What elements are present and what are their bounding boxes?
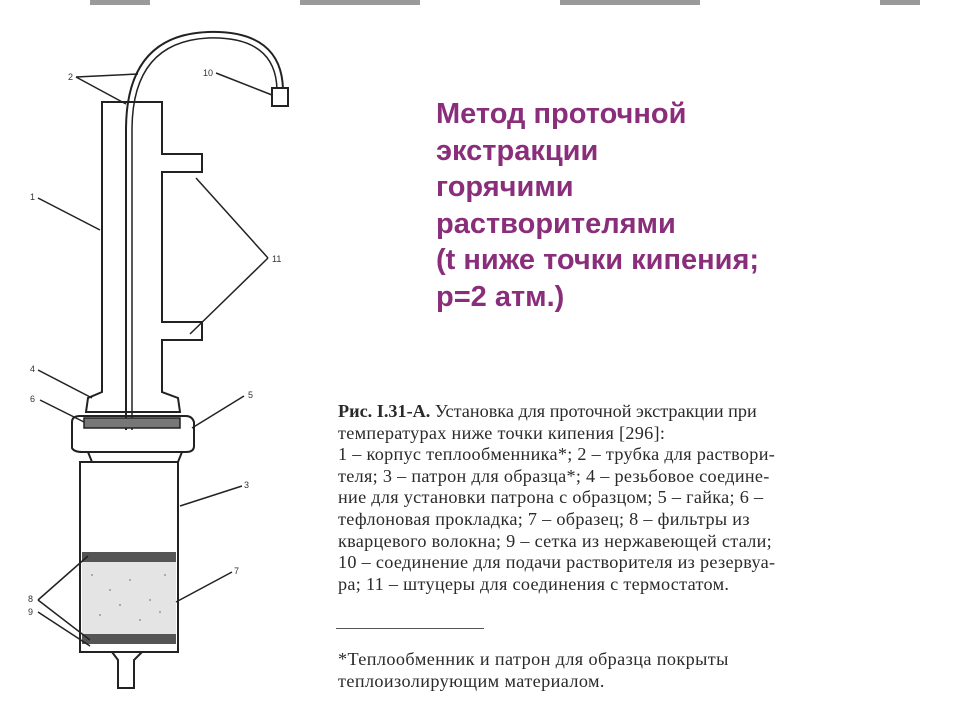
- footnote: *Теплообменник и патрон для образца покр…: [338, 649, 928, 692]
- label-1: 1: [30, 192, 35, 202]
- caption-line: 10 – соединение для подачи растворителя …: [338, 552, 776, 573]
- label-10: 10: [203, 68, 213, 78]
- edge-mark: [300, 0, 420, 5]
- caption-line: температурах ниже точки кипения [296]:: [338, 422, 666, 443]
- caption-heading: Рис. I.31-А. Установка для проточной экс…: [338, 401, 928, 423]
- title-line: экстракции: [436, 134, 599, 167]
- filter-top: [82, 552, 176, 562]
- top-edge: [0, 0, 960, 12]
- solvent-connector: [271, 87, 289, 107]
- label-3: 3: [244, 480, 249, 490]
- title-line: Метод проточной: [436, 98, 687, 130]
- caption-line: теля; 3 – патрон для образца*; 4 – резьб…: [338, 465, 770, 486]
- teflon-gasket: [83, 417, 181, 429]
- edge-mark: [880, 0, 920, 5]
- caption-line: тефлоновая прокладка; 7 – образец; 8 – ф…: [338, 508, 750, 529]
- title-line: горячими: [436, 171, 574, 203]
- edge-mark: [90, 0, 150, 5]
- caption-line: ра; 11 – штуцеры для соединения с термос…: [338, 573, 730, 594]
- label-6: 6: [30, 394, 35, 404]
- edge-mark: [560, 0, 700, 5]
- label-11: 11: [272, 254, 281, 264]
- filter-bottom: [82, 634, 176, 644]
- sample: [82, 560, 176, 638]
- footnote-line: теплоизолирующим материалом.: [338, 670, 605, 691]
- footnote-divider: [336, 628, 484, 629]
- outlet: [111, 651, 143, 689]
- caption-title: Установка для проточной экстракции при: [430, 401, 757, 421]
- figure-caption: Рис. I.31-А. Установка для проточной экс…: [338, 401, 928, 595]
- label-2: 2: [68, 72, 73, 82]
- caption-line: кварцевого волокна; 9 – сетка из нержаве…: [338, 530, 773, 551]
- extraction-apparatus-diagram: 2 10 1 11 4 6 5 3 7 8 9: [28, 30, 289, 689]
- figure-reference: Рис. I.31-А.: [338, 401, 431, 421]
- title-line: растворителями: [436, 207, 676, 240]
- caption-line: ние для установки патрона с образцом; 5 …: [338, 487, 764, 508]
- label-9: 9: [28, 607, 33, 617]
- solvent-tube: [125, 30, 284, 430]
- label-4: 4: [30, 364, 35, 374]
- caption-line: 1 – корпус теплообменника*; 2 – трубка д…: [338, 444, 776, 465]
- slide-title: Метод проточной экстракции горячими раст…: [436, 96, 936, 315]
- heat-exchanger-body: [84, 101, 203, 413]
- nut: [71, 415, 195, 453]
- title-line: р=2 атм.): [436, 280, 565, 313]
- label-5: 5: [248, 390, 253, 400]
- label-8: 8: [28, 594, 33, 604]
- sample-cartridge: [79, 461, 179, 653]
- title-line: (t ниже точки кипения;: [436, 244, 760, 276]
- footnote-line: *Теплообменник и патрон для образца покр…: [338, 649, 729, 669]
- label-7: 7: [234, 566, 239, 576]
